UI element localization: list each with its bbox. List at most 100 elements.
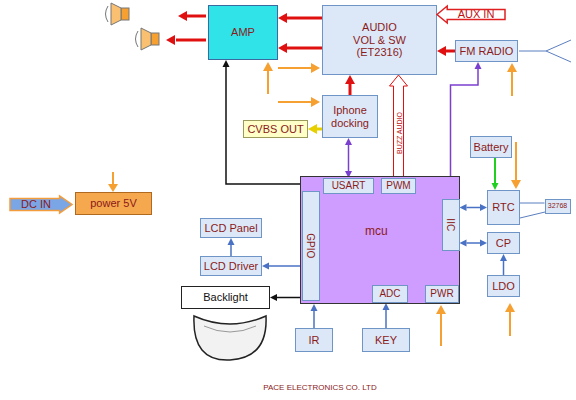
input-box: IR	[295, 328, 333, 352]
connector	[278, 43, 322, 53]
connector	[390, 75, 408, 178]
connector	[520, 203, 545, 204]
arrow-head	[383, 303, 390, 310]
connector	[262, 263, 302, 270]
connector-line	[348, 145, 350, 171]
connector-line	[269, 265, 302, 267]
input-arrow: AUX IN	[437, 6, 505, 23]
arrow-head	[178, 11, 187, 21]
port-box: PWM	[381, 178, 416, 194]
connector-line	[349, 84, 352, 95]
rtc-box: RTC	[487, 190, 520, 225]
arrow-outline	[437, 6, 505, 23]
arrow-head	[311, 304, 318, 311]
antenna	[519, 40, 571, 62]
node-text: mcu	[365, 225, 388, 239]
arrow-head	[437, 46, 446, 56]
port-box: IIC	[442, 199, 460, 251]
connector	[345, 75, 355, 95]
node-text: 32768	[548, 202, 567, 210]
node-text: Backlight	[203, 291, 248, 304]
edge-label: BUZZ AUDIO	[395, 110, 402, 154]
node-text: AUX IN	[458, 8, 495, 21]
connector-line	[313, 311, 315, 328]
arrow-line	[176, 39, 206, 42]
node-text: AUDIO VOL & SW (ET2316)	[352, 21, 408, 59]
connector-line	[520, 203, 545, 204]
node-text: PWM	[386, 180, 410, 192]
amp-box: AMP	[208, 5, 278, 60]
node-text: KEY	[375, 334, 397, 347]
connector-line	[277, 297, 302, 299]
port-box: PWR	[425, 285, 459, 303]
power-arrow	[108, 62, 521, 346]
lcd-panel-box: LCD Panel	[200, 218, 262, 238]
connector	[460, 204, 488, 211]
arrow-head	[460, 204, 467, 211]
hollow-arrow	[390, 75, 408, 178]
node-text: power 5V	[90, 197, 136, 210]
ldo-box: LDO	[487, 275, 520, 297]
connector	[383, 303, 390, 328]
sound-wave	[136, 31, 139, 47]
sound-wave	[106, 6, 109, 22]
node-text: LCD Driver	[204, 260, 258, 273]
connector-line	[467, 207, 481, 209]
node-text: DC IN	[21, 198, 51, 211]
connector	[345, 138, 352, 178]
connector-line	[467, 242, 481, 244]
cp-box: CP	[487, 232, 520, 254]
connector-line	[287, 17, 322, 20]
arrow-head	[345, 75, 355, 84]
arrow-head	[308, 124, 317, 134]
node-text: CVBS OUT	[247, 123, 303, 136]
arrow-outline	[10, 196, 72, 213]
backlight-lens	[194, 316, 266, 360]
node-text: RTC	[492, 201, 514, 214]
connector	[460, 240, 488, 247]
port-box: GPIO	[302, 191, 320, 301]
node-text: LDO	[492, 280, 515, 293]
battery-box: Battery	[470, 136, 512, 158]
speaker-body	[151, 33, 159, 45]
connector-line	[230, 245, 232, 256]
connector	[492, 158, 499, 190]
backlight-box: Backlight	[181, 286, 270, 309]
connector	[278, 13, 322, 23]
audio-switch-box: AUDIO VOL & SW (ET2316)	[322, 5, 437, 75]
arrow-head	[228, 238, 235, 245]
node-text: AMP	[231, 26, 255, 39]
crystal-box: 32768	[545, 199, 571, 214]
node-text: IIC	[445, 219, 457, 232]
arrow-head	[270, 294, 277, 301]
node-text: ADC	[379, 288, 400, 300]
node-text: CP	[496, 237, 511, 250]
connector-line	[287, 47, 322, 50]
speaker-body	[121, 8, 129, 20]
arrow-head	[480, 240, 487, 247]
node-text: USART	[332, 180, 366, 192]
connector	[270, 294, 302, 301]
radio-box: FM RADIO	[455, 40, 518, 62]
crystal-wire	[520, 212, 545, 218]
arrow-head	[223, 60, 230, 67]
connector-line	[503, 261, 505, 275]
arrow-head	[480, 204, 487, 211]
node-text: PWR	[430, 288, 453, 300]
arrow-head	[262, 263, 269, 270]
port-box: USART	[323, 178, 374, 194]
lcd-driver-box: LCD Driver	[200, 256, 262, 276]
arrow-head	[278, 43, 287, 53]
connector-line	[446, 50, 455, 53]
port-box: ADC	[372, 285, 408, 303]
caption: PACE ELECTRONICS CO. LTD	[263, 383, 377, 392]
arrow-head	[500, 254, 507, 261]
connector	[437, 46, 455, 56]
node-text: Iphone docking	[325, 104, 375, 129]
connector	[308, 124, 322, 134]
speaker-icon	[106, 3, 160, 50]
connector-line	[385, 310, 387, 328]
power-box: power 5V	[75, 192, 152, 215]
arrow-line	[186, 15, 206, 18]
